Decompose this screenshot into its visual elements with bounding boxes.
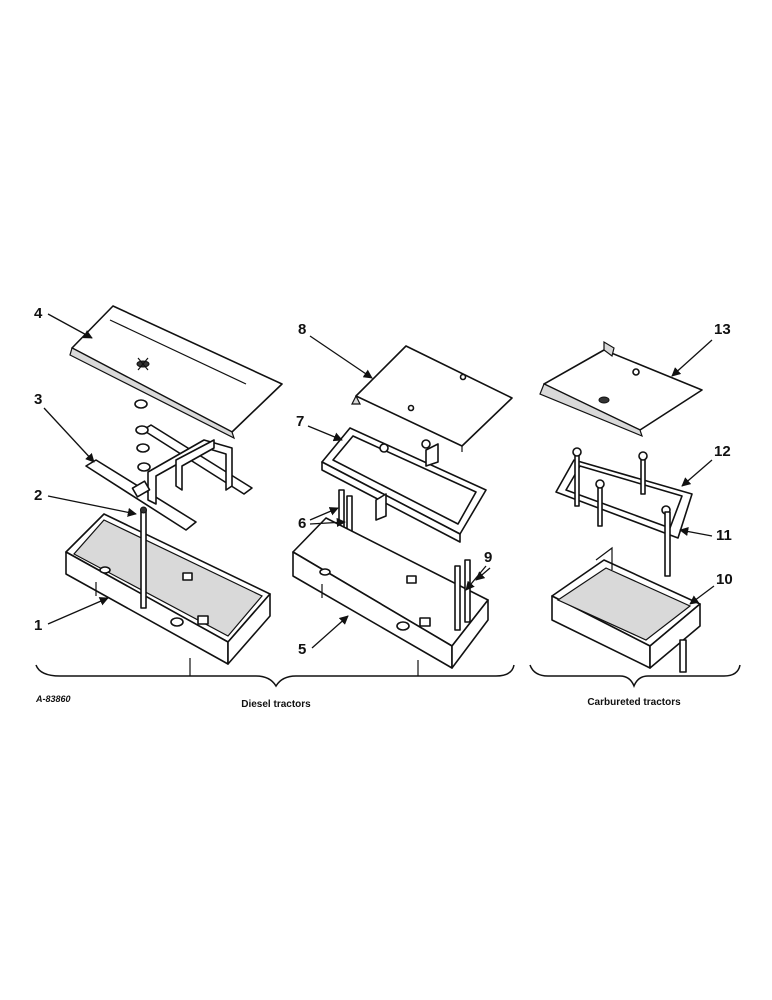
callout-12: 12 xyxy=(681,443,731,487)
callout-10: 10 xyxy=(689,571,733,605)
svg-text:5: 5 xyxy=(298,641,306,658)
svg-text:10: 10 xyxy=(716,571,733,588)
svg-text:9: 9 xyxy=(484,549,492,566)
part-11-rod xyxy=(664,511,671,577)
callout-8: 8 xyxy=(298,321,373,379)
diesel-brace xyxy=(35,664,515,688)
part-7-frame xyxy=(321,427,487,543)
callout-11: 11 xyxy=(679,527,732,544)
svg-text:11: 11 xyxy=(716,527,732,544)
part-2-rod xyxy=(140,506,147,609)
svg-text:6: 6 xyxy=(298,515,306,532)
svg-text:8: 8 xyxy=(298,321,306,338)
callout-4: 4 xyxy=(34,305,93,339)
part-4-cover xyxy=(69,305,283,440)
svg-text:1: 1 xyxy=(34,617,42,634)
part-10-tray xyxy=(551,546,701,673)
svg-text:13: 13 xyxy=(714,321,731,338)
reference-code: A-83860 xyxy=(35,694,71,704)
callout-2: 2 xyxy=(34,487,137,517)
part-12-frame xyxy=(555,447,693,539)
callout-13: 13 xyxy=(671,321,731,377)
svg-text:12: 12 xyxy=(714,443,731,460)
callout-1: 1 xyxy=(34,597,109,634)
part-8-cover xyxy=(351,345,513,452)
svg-text:4: 4 xyxy=(34,305,43,322)
callout-7: 7 xyxy=(296,413,343,442)
part-13-cover xyxy=(539,340,703,438)
carbureted-brace xyxy=(529,664,741,689)
svg-text:7: 7 xyxy=(296,413,304,430)
part-9-rods xyxy=(454,559,471,631)
callout-3: 3 xyxy=(34,391,95,463)
part-5-tray xyxy=(292,517,489,676)
svg-text:3: 3 xyxy=(34,391,42,408)
diesel-caption: Diesel tractors xyxy=(241,699,311,710)
carbureted-caption: Carbureted tractors xyxy=(587,697,681,708)
callout-5: 5 xyxy=(298,615,349,658)
callout-9: 9 xyxy=(465,549,492,591)
callout-6: 6 xyxy=(298,507,346,532)
part-1-tray xyxy=(65,513,271,676)
part-3-bracket xyxy=(85,399,253,531)
svg-text:2: 2 xyxy=(34,487,42,504)
